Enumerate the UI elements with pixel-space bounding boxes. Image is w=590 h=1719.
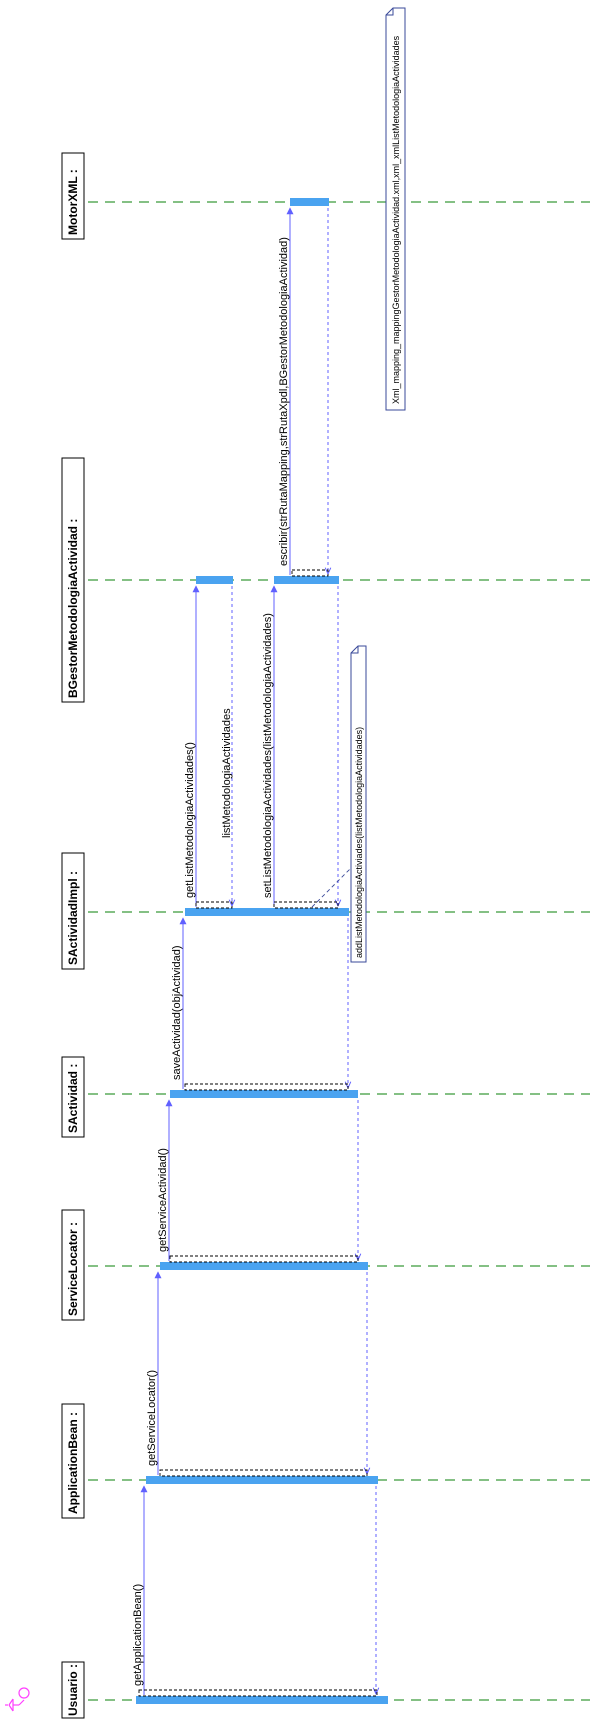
message-label: getServiceLocator() (146, 1370, 158, 1466)
participant-sactividad-impl: SActividadImpl : (61, 852, 85, 970)
activation-service-locator (160, 1262, 368, 1270)
participant-bgestor: BGestorMetodologiaActividad : (61, 457, 85, 703)
participant-label: MotorXML : (66, 169, 80, 235)
participant-motor-xml: MotorXML : (61, 152, 85, 240)
activation-outline-sactividad-impl-1 (195, 901, 233, 909)
participant-label: SActividad : (66, 1064, 80, 1133)
actor-icon (5, 1687, 30, 1712)
message-label: getListMetodologiaActividades() (184, 742, 196, 898)
participant-application-bean: ApplicationBean : (61, 1403, 85, 1519)
participant-usuario: Usuario : (61, 1661, 85, 1719)
participant-label: ServiceLocator : (66, 1222, 80, 1316)
activation-outline-service-locator (169, 1255, 359, 1263)
participant-label: Usuario : (66, 1664, 80, 1716)
note-connector (311, 867, 352, 908)
message-label: saveActividad(objActividad) (171, 945, 183, 1080)
activation-bgestor-2 (274, 576, 339, 584)
activation-usuario (136, 1696, 388, 1704)
activation-motor-xml (290, 198, 329, 206)
participant-label: BGestorMetodologiaActividad : (66, 519, 80, 698)
participant-label: ApplicationBean : (66, 1412, 80, 1514)
activation-outline-application-bean (159, 1469, 368, 1477)
activation-sactividad (170, 1090, 358, 1098)
participant-label: SActividadImpl : (66, 871, 80, 965)
message-label: setListMetodologiaActividades(listMetodo… (262, 613, 274, 898)
message-label: listMetodologiaActividades (221, 708, 233, 838)
activation-outline-bgestor (291, 569, 329, 577)
activation-outline-usuario (138, 1689, 378, 1697)
note-add-list: addListMetodologiaActiviades(listMetodol… (350, 645, 367, 963)
activation-outline-sactividad-impl-2 (273, 901, 339, 909)
message-label: escribir(strRutaMapping,strRutaXpdl,BGes… (278, 237, 290, 566)
activation-outline-sactividad (184, 1083, 349, 1091)
activation-sactividad-impl (185, 908, 349, 916)
message-label: getServiceActividad() (157, 1148, 169, 1252)
message-label: getApplicationBean() (132, 1584, 144, 1686)
participant-service-locator: ServiceLocator : (61, 1209, 85, 1321)
note-text: addListMetodologiaActiviades(listMetodol… (354, 727, 364, 958)
note-xml-mapping: Xml_mapping_mappingGestorMetodologiaActi… (385, 7, 406, 411)
activation-bgestor-1 (196, 576, 233, 584)
participant-sactividad: SActividad : (61, 1056, 85, 1138)
note-text: Xml_mapping_mappingGestorMetodologiaActi… (391, 35, 401, 404)
activation-application-bean (146, 1476, 378, 1484)
